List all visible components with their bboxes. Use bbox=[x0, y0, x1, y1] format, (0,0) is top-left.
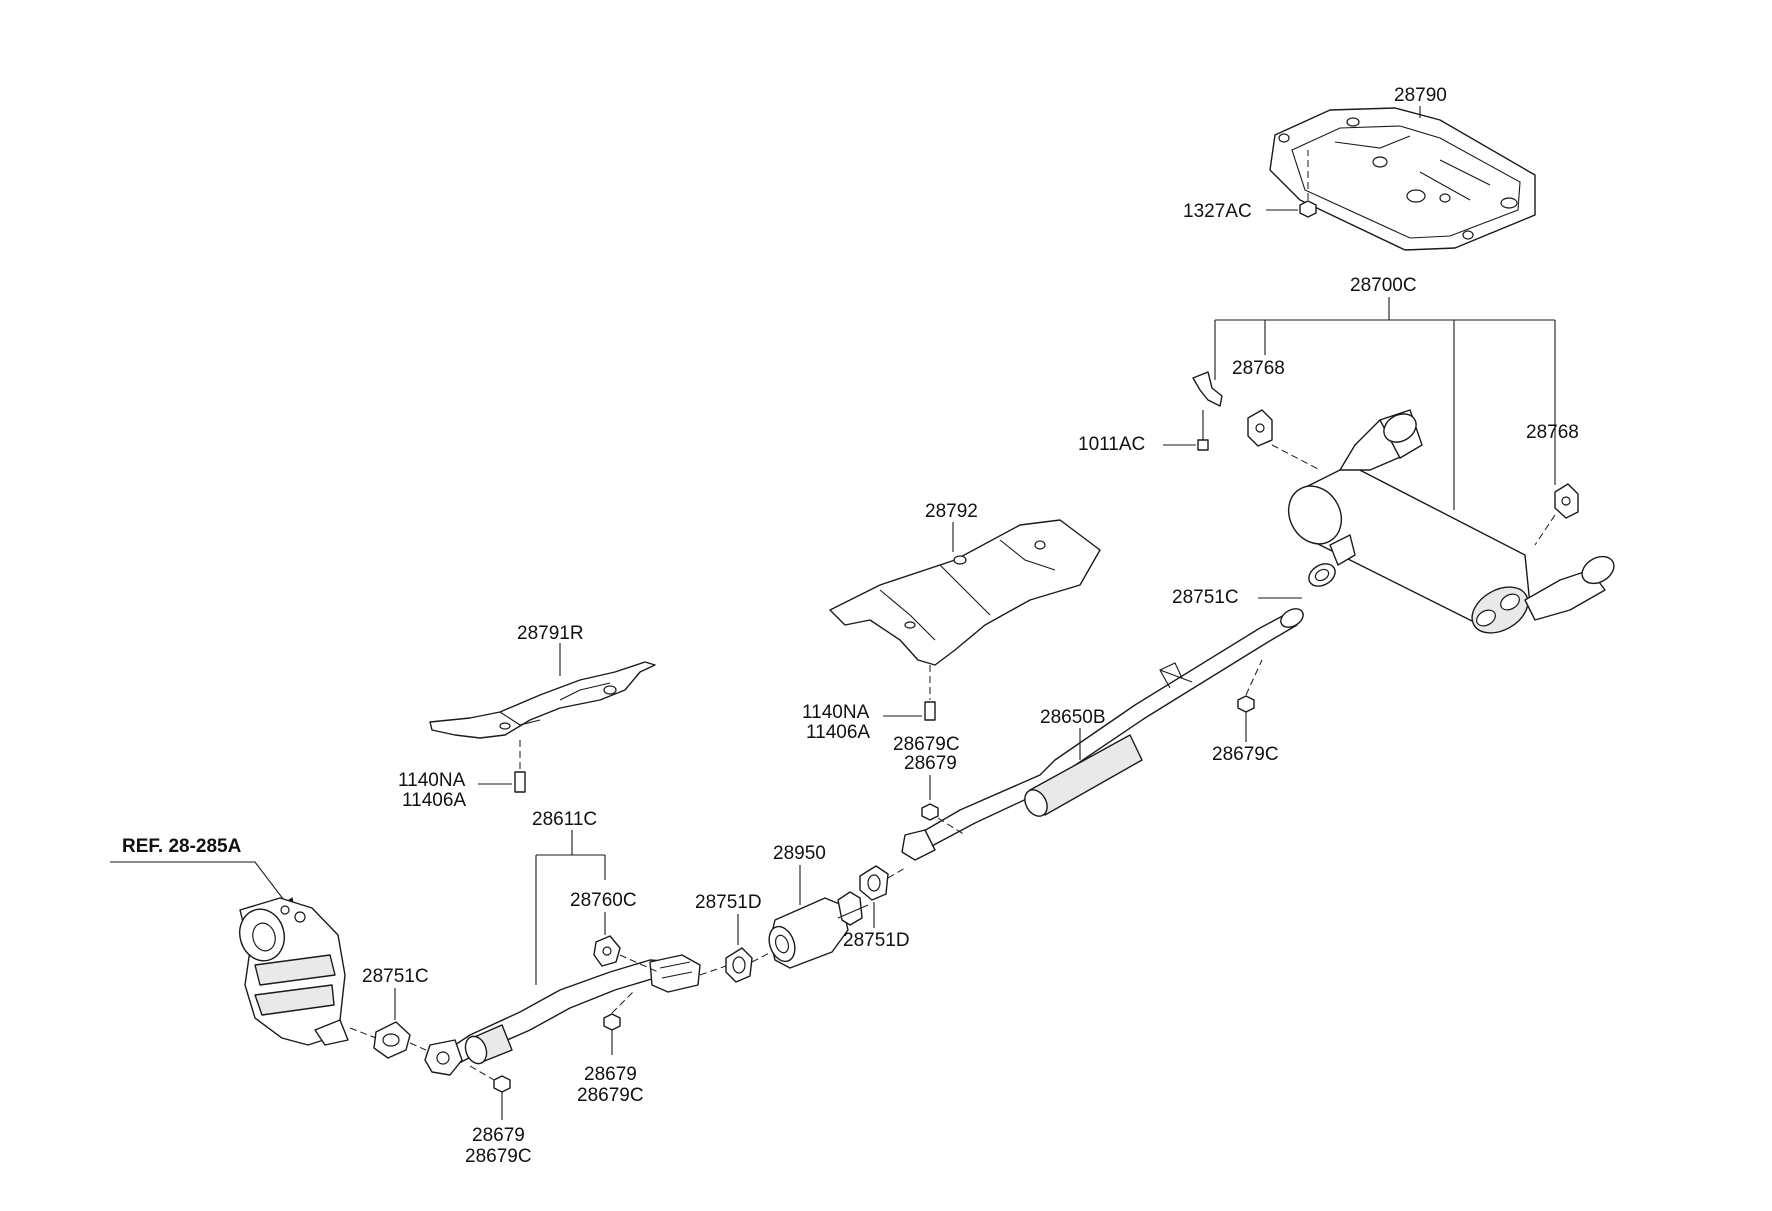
label-ref: REF. 28-285A bbox=[122, 836, 242, 857]
muffler-28700c bbox=[1287, 409, 1615, 634]
catalytic-converter bbox=[239, 897, 349, 1046]
label-28751c-rear: 28751C bbox=[1172, 587, 1239, 608]
label-1011ac: 1011AC bbox=[1078, 434, 1145, 455]
center-pipe-28650b bbox=[901, 608, 1304, 861]
front-pipe-28611c bbox=[424, 954, 701, 1076]
label-28679c-front: 28679C bbox=[465, 1146, 532, 1167]
bolt-front bbox=[514, 740, 526, 793]
label-28700c: 28700C bbox=[1350, 275, 1417, 296]
label-28790: 28790 bbox=[1394, 85, 1447, 106]
label-28679-front: 28679 bbox=[472, 1125, 525, 1146]
label-1140na-front: 1140NA bbox=[398, 770, 466, 791]
label-28679c-center: 28679C bbox=[893, 734, 960, 755]
hanger-28768-left bbox=[1247, 409, 1321, 471]
nut-front bbox=[469, 1065, 511, 1120]
resonator-28950 bbox=[768, 891, 869, 969]
gasket-28751c-front bbox=[349, 1021, 427, 1059]
nut-center bbox=[921, 775, 966, 836]
label-28679-mid: 28679 bbox=[584, 1064, 637, 1085]
label-28768-left: 28768 bbox=[1232, 358, 1285, 379]
label-28751d-right: 28751D bbox=[843, 930, 910, 951]
label-28679-center: 28679 bbox=[904, 753, 957, 774]
label-28650b: 28650B bbox=[1040, 707, 1106, 728]
bracket-1011ac bbox=[1192, 371, 1223, 451]
gasket-28751d-left bbox=[699, 947, 776, 983]
label-28679c-mid: 28679C bbox=[577, 1085, 644, 1106]
nut-mid bbox=[603, 989, 636, 1055]
label-28950: 28950 bbox=[773, 843, 826, 864]
label-28611c: 28611C bbox=[532, 809, 597, 830]
bolt-center bbox=[924, 665, 936, 721]
label-1327ac: 1327AC bbox=[1183, 201, 1252, 222]
label-28791r: 28791R bbox=[517, 623, 584, 644]
label-1140na-center: 1140NA bbox=[802, 702, 870, 723]
hanger-28768-right bbox=[1534, 483, 1579, 546]
hanger-28760c bbox=[593, 935, 659, 973]
label-28679c-rear: 28679C bbox=[1212, 744, 1279, 765]
label-28760c: 28760C bbox=[570, 890, 637, 911]
label-11406a-front: 11406A bbox=[402, 790, 466, 811]
front-heat-shield bbox=[429, 661, 656, 739]
label-28751c-front: 28751C bbox=[362, 966, 429, 987]
nut-28679c-rear bbox=[1237, 659, 1263, 742]
rear-heat-shield bbox=[1269, 107, 1536, 251]
nut-1327ac bbox=[1299, 150, 1317, 218]
label-11406a-center: 11406A bbox=[806, 722, 870, 743]
label-28792: 28792 bbox=[925, 501, 978, 522]
gasket-28751c-rear bbox=[1308, 563, 1336, 587]
label-28768-right: 28768 bbox=[1526, 422, 1579, 443]
center-heat-shield bbox=[829, 519, 1101, 666]
label-28751d-left: 28751D bbox=[695, 892, 762, 913]
gasket-28751d-right bbox=[859, 865, 906, 901]
